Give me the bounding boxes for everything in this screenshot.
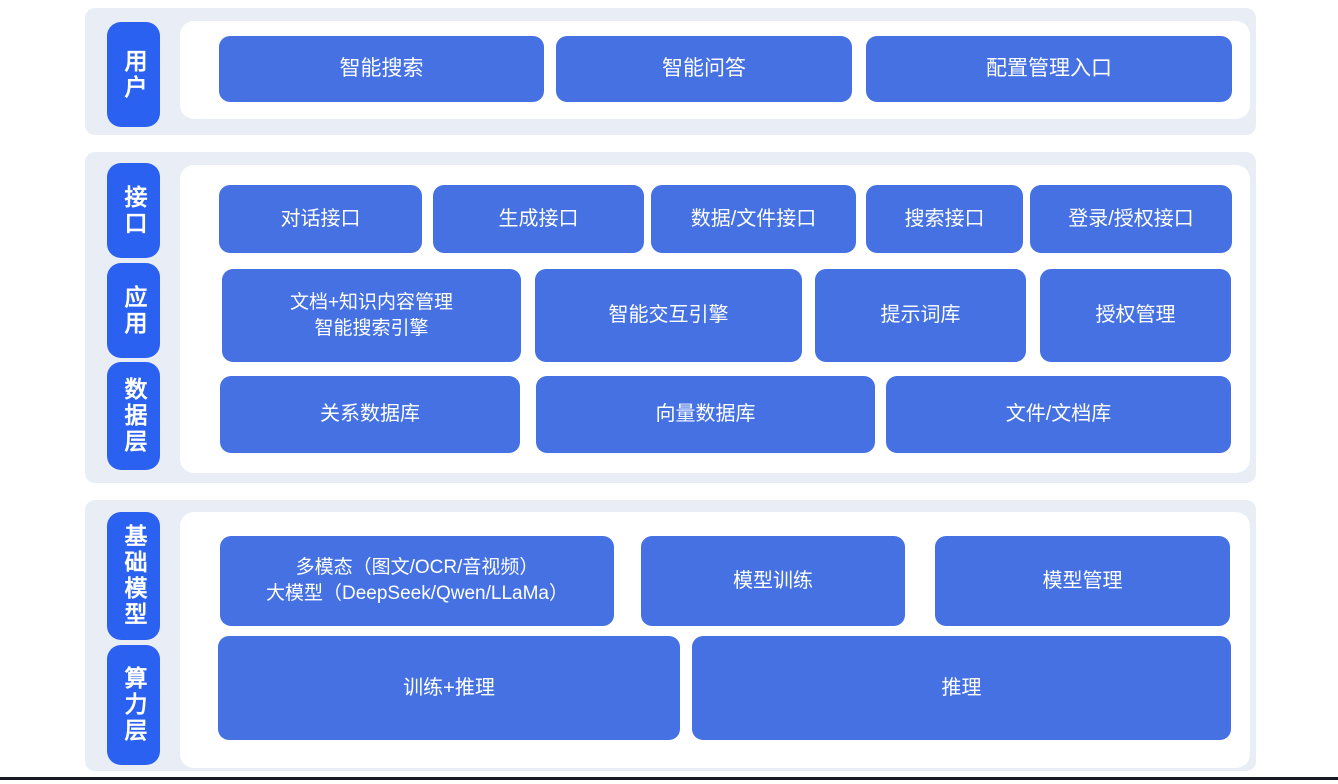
layer-label-data-layer: 数据层: [107, 362, 160, 470]
layer-label-text: 应用: [121, 284, 147, 337]
box-label-line2: 智能搜索引擎: [314, 317, 429, 339]
layer-label-text: 算力层: [121, 666, 147, 744]
layer-label-compute-layer: 算力层: [107, 645, 160, 765]
panel-user: 智能搜索 智能问答 配置管理入口: [180, 21, 1250, 119]
box-login-auth-api: 登录/授权接口: [1030, 185, 1232, 253]
box-label: 向量数据库: [655, 403, 756, 425]
box-label: 数据/文件接口: [690, 207, 817, 230]
box-label: 搜索接口: [904, 207, 985, 230]
box-label: 生成接口: [498, 207, 579, 230]
box-label: 智能交互引擎: [608, 304, 729, 326]
panel-bottom: 多模态（图文/OCR/音视频） 大模型（DeepSeek/Qwen/LLaMa）…: [180, 512, 1250, 768]
layer-label-user: 用户: [107, 22, 160, 127]
box-authorization-management: 授权管理: [1040, 269, 1231, 362]
box-label: 训练+推理: [403, 676, 495, 699]
box-label: 智能搜索: [339, 56, 424, 80]
box-search-api: 搜索接口: [866, 185, 1023, 253]
layer-label-application: 应用: [107, 263, 160, 358]
box-label: 模型训练: [733, 569, 813, 592]
box-label: 推理: [941, 676, 982, 699]
box-dialog-api: 对话接口: [219, 185, 422, 253]
layer-label-api: 接口: [107, 163, 160, 258]
box-model-management: 模型管理: [935, 536, 1230, 626]
box-smart-qa: 智能问答: [556, 36, 852, 102]
box-label-line2: 大模型（DeepSeek/Qwen/LLaMa）: [265, 583, 568, 604]
box-data-file-api: 数据/文件接口: [651, 185, 856, 253]
layer-label-foundation-model: 基础模型: [107, 512, 160, 640]
box-label: 对话接口: [280, 207, 361, 230]
layer-label-text: 用户: [121, 48, 147, 101]
box-relational-database: 关系数据库: [220, 376, 520, 453]
box-smart-search: 智能搜索: [219, 36, 544, 102]
box-label-line1: 文档+知识内容管理: [289, 291, 454, 313]
box-prompt-library: 提示词库: [815, 269, 1026, 362]
box-vector-database: 向量数据库: [536, 376, 875, 453]
box-label: 授权管理: [1095, 304, 1176, 326]
layer-label-text: 数据层: [121, 377, 147, 455]
box-doc-knowledge-search-engine: 文档+知识内容管理 智能搜索引擎: [222, 269, 521, 362]
box-training-plus-inference: 训练+推理: [218, 636, 680, 740]
layer-label-text: 接口: [121, 184, 147, 237]
box-label-line1: 多模态（图文/OCR/音视频）: [295, 557, 539, 579]
box-label: 关系数据库: [320, 403, 420, 425]
bottom-edge-rule: [0, 777, 1338, 780]
panel-middle: 对话接口 生成接口 数据/文件接口 搜索接口 登录/授权接口 文档+知识内容管理…: [180, 165, 1250, 473]
box-label: 文件/文档库: [1005, 403, 1112, 425]
box-label: 模型管理: [1042, 569, 1123, 592]
layer-label-text: 基础模型: [121, 524, 147, 628]
box-file-document-store: 文件/文档库: [886, 376, 1231, 453]
box-label: 配置管理入口: [986, 56, 1112, 80]
box-intelligent-interaction-engine: 智能交互引擎: [535, 269, 802, 362]
box-inference: 推理: [692, 636, 1231, 740]
box-generation-api: 生成接口: [433, 185, 644, 253]
box-label: 登录/授权接口: [1068, 207, 1194, 230]
box-label: 智能问答: [662, 56, 746, 80]
box-model-training: 模型训练: [641, 536, 905, 626]
box-label: 提示词库: [880, 304, 961, 326]
box-config-management-entry: 配置管理入口: [866, 36, 1232, 102]
box-multimodal-llm: 多模态（图文/OCR/音视频） 大模型（DeepSeek/Qwen/LLaMa）: [220, 536, 614, 626]
